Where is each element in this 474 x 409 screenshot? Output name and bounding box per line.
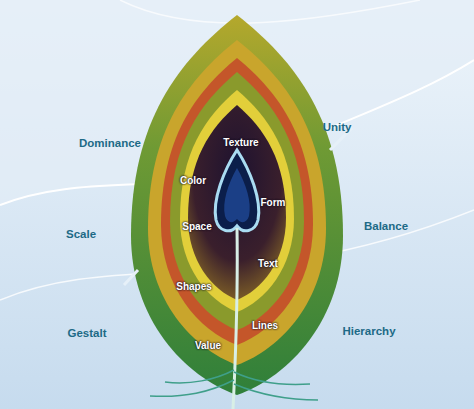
- principle-label: Balance: [364, 220, 408, 232]
- principle-label: Unity: [323, 121, 352, 133]
- principle-label: Scale: [66, 228, 96, 240]
- element-label: Space: [182, 221, 211, 232]
- element-label: Form: [261, 197, 286, 208]
- principle-label: Hierarchy: [342, 325, 395, 337]
- element-label: Color: [180, 175, 206, 186]
- element-label: Value: [195, 340, 221, 351]
- element-label: Text: [258, 258, 278, 269]
- element-label: Lines: [252, 320, 278, 331]
- element-label: Texture: [223, 137, 258, 148]
- element-label: Shapes: [176, 281, 212, 292]
- principle-label: Gestalt: [68, 327, 107, 339]
- principle-label: Dominance: [79, 137, 141, 149]
